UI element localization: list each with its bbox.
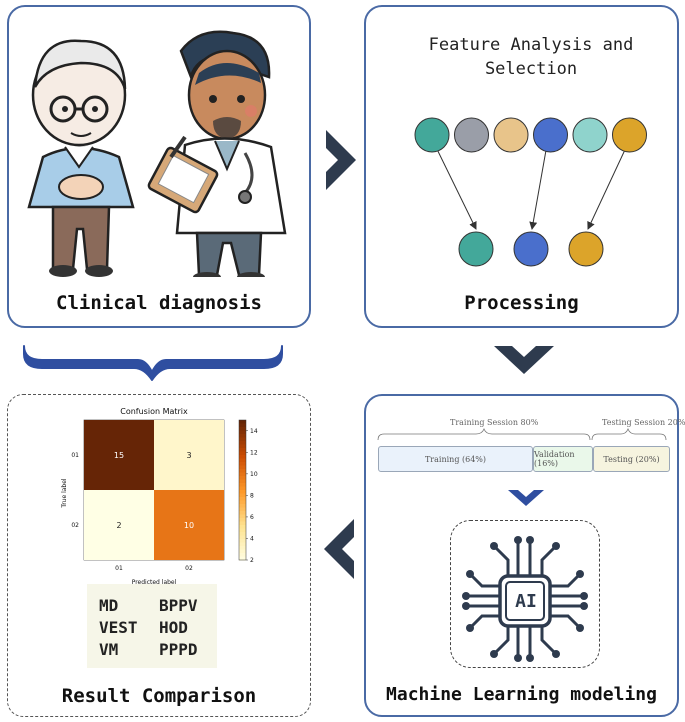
- confusion-matrix-chart: Confusion Matrix True label Predicted la…: [61, 407, 258, 586]
- brace-down-icon: [23, 345, 283, 381]
- feature-analysis-title: Feature Analysis and Selection: [428, 35, 634, 79]
- code-hod: HOD: [159, 618, 188, 637]
- code-bppv: BPPV: [159, 596, 198, 615]
- chart-title: Confusion Matrix: [120, 407, 188, 416]
- doctor-figure: [147, 30, 287, 277]
- colorbar-tick-label: 14: [250, 428, 258, 435]
- feature-node: [493, 117, 529, 153]
- selected-feature-node: [568, 231, 604, 267]
- colorbar-tick-label: 4: [250, 535, 254, 542]
- code-md: MD: [99, 596, 119, 615]
- feature-node: [572, 117, 608, 153]
- colorbar: [238, 419, 247, 561]
- training-segment: Training (64%): [378, 446, 533, 472]
- training-session-label: Training Session 80%: [450, 418, 539, 427]
- cell-value-label: 10: [184, 521, 194, 530]
- colorbar-tick-label: 12: [250, 449, 258, 456]
- chevron-right-icon: [326, 130, 356, 190]
- ml-modeling-panel: Training Session 80% Testing Session 20%…: [364, 394, 685, 717]
- diagnosis-codes-box: MD BPPV VEST HOD VM PPPD: [87, 584, 217, 668]
- cell-value-label: 3: [186, 451, 191, 460]
- feature-node: [414, 117, 450, 153]
- code-vest: VEST: [99, 618, 138, 637]
- selected-feature-node: [513, 231, 549, 267]
- feature-node: [454, 117, 489, 153]
- colorbar-tick-label: 8: [250, 492, 254, 499]
- ml-modeling-caption: Machine Learning modeling: [386, 684, 657, 705]
- feature-node: [533, 117, 568, 153]
- y-tick-label: 01: [71, 452, 79, 459]
- clinical-diagnosis-panel: Clinical diagnosis: [7, 5, 311, 328]
- ai-chip-icon: [462, 536, 588, 662]
- processing-caption: Processing: [464, 292, 579, 314]
- feature-node: [612, 117, 647, 153]
- cell-value-label: 15: [114, 451, 124, 460]
- code-pppd: PPPD: [159, 640, 198, 659]
- doctor-patient-illustration: [27, 30, 287, 277]
- testing-segment: Testing (20%): [593, 446, 670, 472]
- session-braces: [377, 428, 667, 441]
- chevron-down-small-icon: [508, 490, 544, 506]
- matrix-cell: [154, 490, 224, 560]
- chevron-left-icon: [324, 519, 354, 579]
- feature-selection-graph: [414, 117, 647, 267]
- colorbar-tick-label: 6: [250, 514, 254, 521]
- y-axis-label: True label: [61, 478, 68, 508]
- y-tick-label: 02: [71, 522, 79, 529]
- matrix-cell: [84, 420, 154, 490]
- code-vm: VM: [99, 640, 119, 659]
- testing-session-label: Testing Session 20%: [602, 418, 685, 427]
- cell-value-label: 2: [116, 521, 121, 530]
- ai-chip-frame: AI: [450, 520, 600, 668]
- validation-segment: Validation (16%): [533, 446, 593, 472]
- chevron-down-icon: [494, 346, 554, 374]
- x-tick-label: 01: [115, 565, 123, 572]
- x-tick-label: 02: [185, 565, 193, 572]
- colorbar-tick-label: 2: [250, 557, 254, 564]
- ai-chip-label: AI: [515, 591, 537, 612]
- processing-panel: Feature Analysis and Selection Processin…: [364, 5, 679, 328]
- patient-figure: [27, 39, 135, 277]
- selected-feature-node: [458, 231, 494, 267]
- x-axis-label: Predicted label: [132, 579, 177, 586]
- clinical-diagnosis-caption: Clinical diagnosis: [56, 292, 262, 314]
- colorbar-tick-label: 10: [250, 471, 258, 478]
- data-split-bar: Training (64%) Validation (16%) Testing …: [378, 446, 670, 472]
- matrix-cell: [154, 420, 224, 490]
- result-comparison-caption: Result Comparison: [61, 685, 257, 707]
- matrix-cell: [84, 490, 154, 560]
